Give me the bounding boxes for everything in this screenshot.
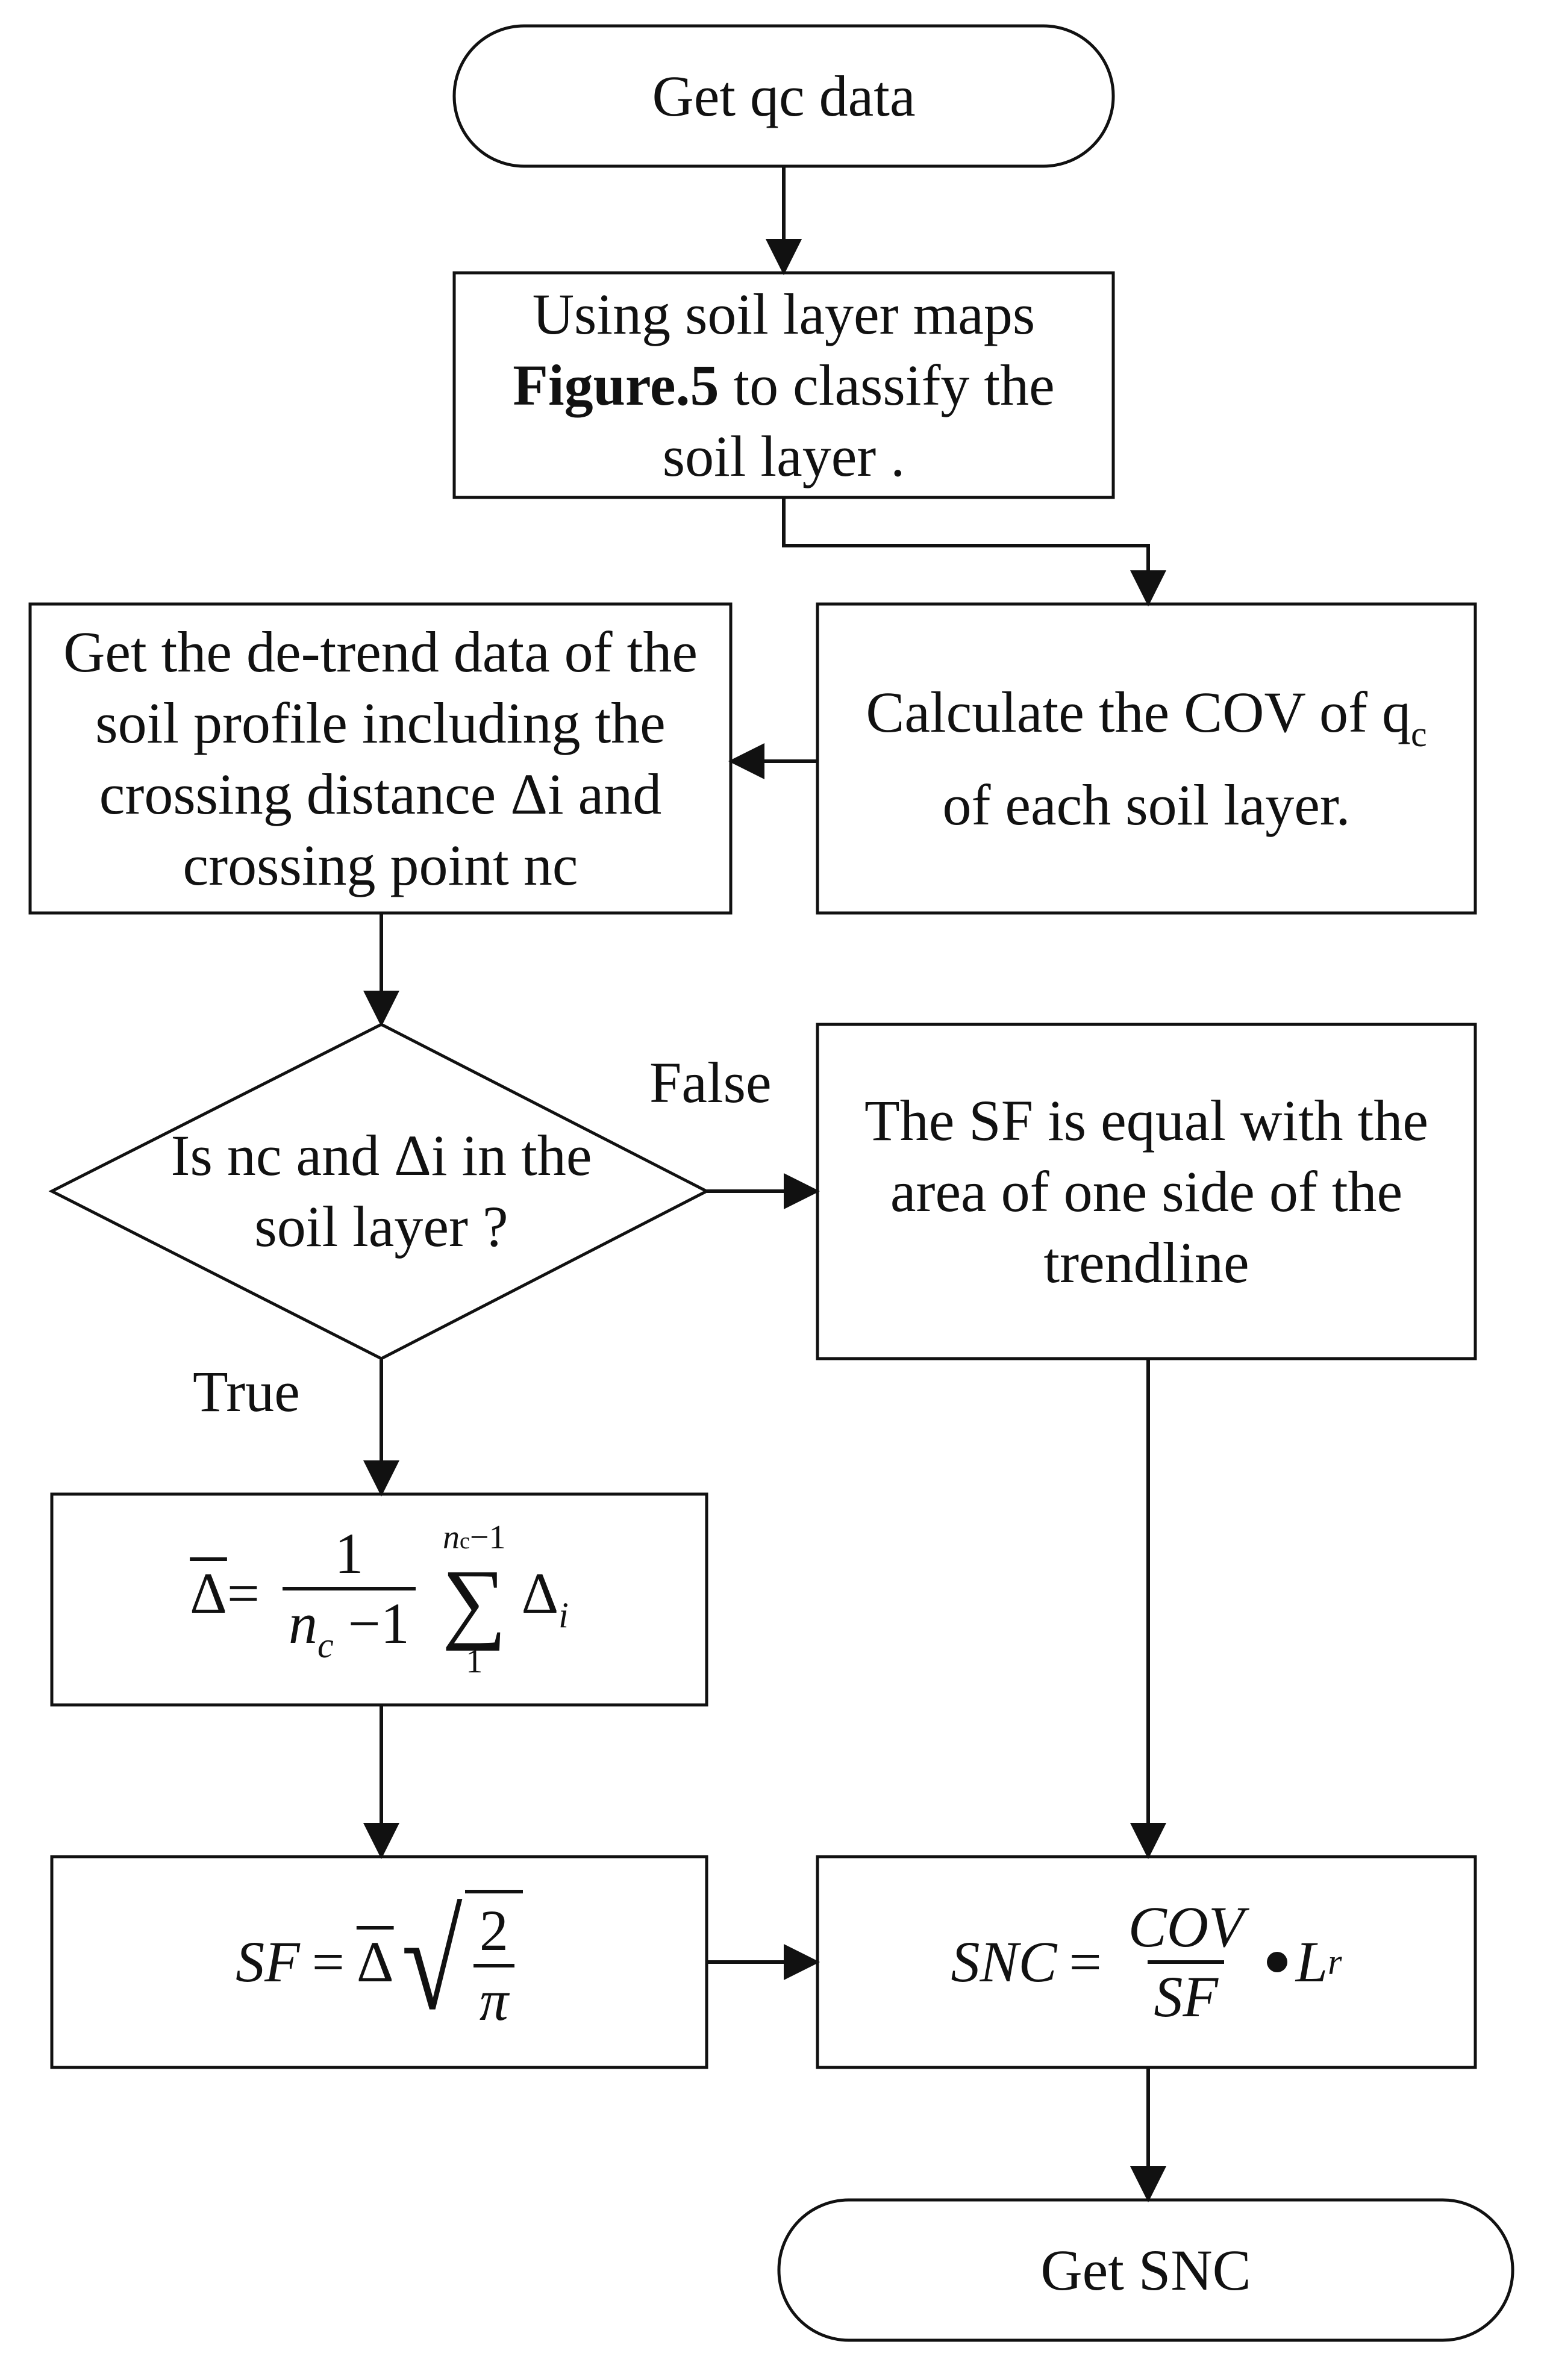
true-edge-label: True <box>193 1359 300 1424</box>
end-terminal-label: Get SNC <box>1040 2237 1251 2302</box>
false-edge-label: False <box>649 1050 772 1115</box>
cov-process-label: Calculate the COV of qc of each soil lay… <box>866 679 1427 837</box>
mean-delta-formula: Δ= 1 nc −1 nc−1 ∑ 1 Δi <box>190 1519 569 1680</box>
start-terminal-label: Get qc data <box>652 63 916 128</box>
square-root: √ 2 π <box>394 1890 523 2034</box>
decision-label: Is nc and Δi in the soil layer ? <box>170 1123 592 1259</box>
sf-formula: SF = Δ √ 2 π <box>52 1857 707 2067</box>
detrend-process-label: Get the de-trend data of the soil profil… <box>63 619 698 897</box>
classify-process-label: Using soil layer maps Figure.5 to classi… <box>513 281 1055 488</box>
summation-symbol: ∑ <box>442 1551 507 1651</box>
arrow-classify-to-cov <box>782 497 1166 606</box>
multiplication-dot <box>1266 1952 1287 1972</box>
sf-false-process-label: The SF is equal with the area of one sid… <box>864 1088 1428 1295</box>
figure-reference: Figure.5 <box>513 352 719 417</box>
